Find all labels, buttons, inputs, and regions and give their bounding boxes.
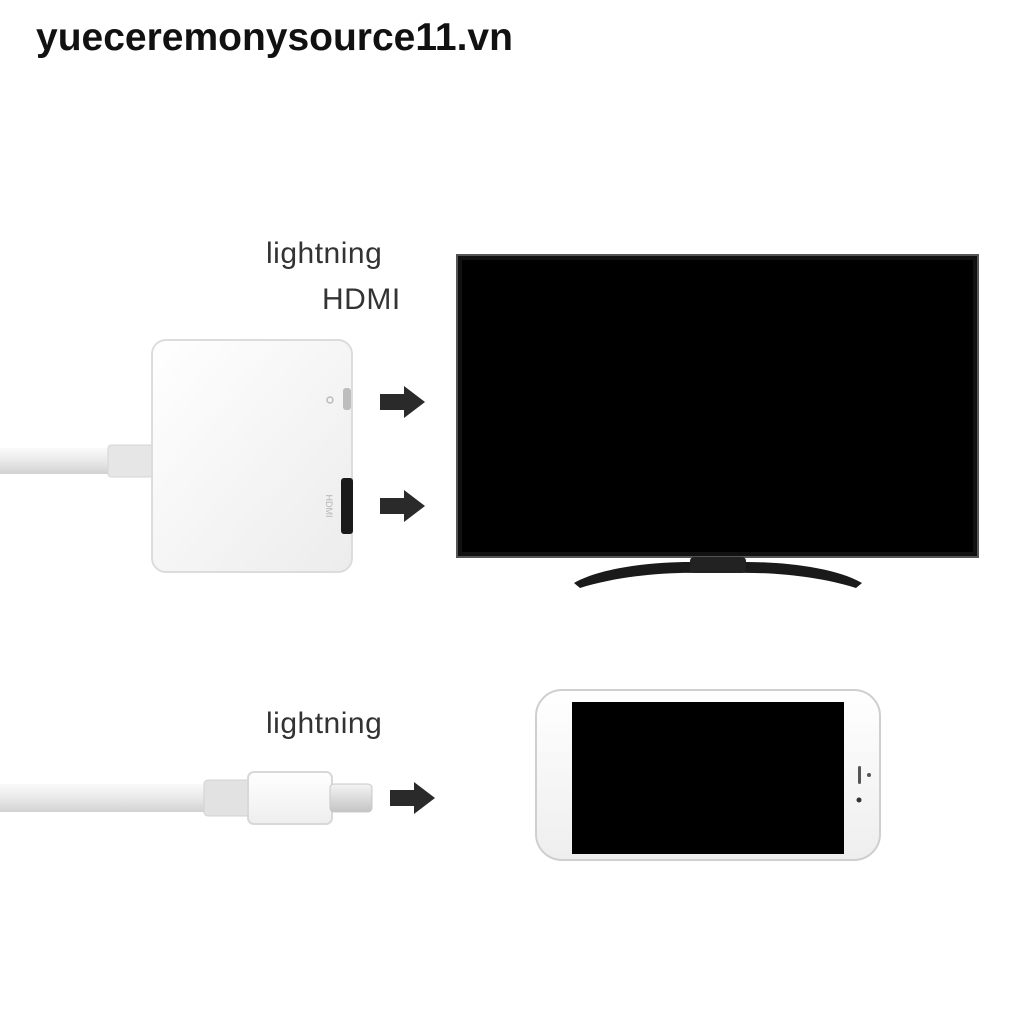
hdmi-port xyxy=(341,478,353,534)
arrow-right-icon xyxy=(380,386,425,418)
smartphone xyxy=(535,689,881,861)
phone-sensor xyxy=(867,773,871,777)
hdmi-port-label: HDMI xyxy=(324,495,334,518)
television xyxy=(456,254,979,588)
lightning-port xyxy=(343,388,351,410)
label-lightning-top: lightning xyxy=(266,237,383,270)
watermark-text: yueceremonysource11.vn xyxy=(36,16,513,59)
tv-stand xyxy=(574,557,862,588)
phone-camera xyxy=(856,797,862,803)
lightning-port-icon xyxy=(326,396,334,404)
adapter-cable-top xyxy=(0,444,157,478)
lightning-cable-bottom xyxy=(0,771,373,825)
phone-screen xyxy=(572,702,844,854)
tv-screen xyxy=(462,260,973,552)
label-lightning-bottom: lightning xyxy=(266,707,383,740)
phone-speaker xyxy=(858,766,861,784)
arrow-right-icon xyxy=(390,782,435,814)
arrow-right-icon xyxy=(380,490,425,522)
lightning-plug xyxy=(329,783,373,813)
hdmi-adapter-box: HDMI xyxy=(151,339,353,573)
label-hdmi: HDMI xyxy=(322,283,401,316)
